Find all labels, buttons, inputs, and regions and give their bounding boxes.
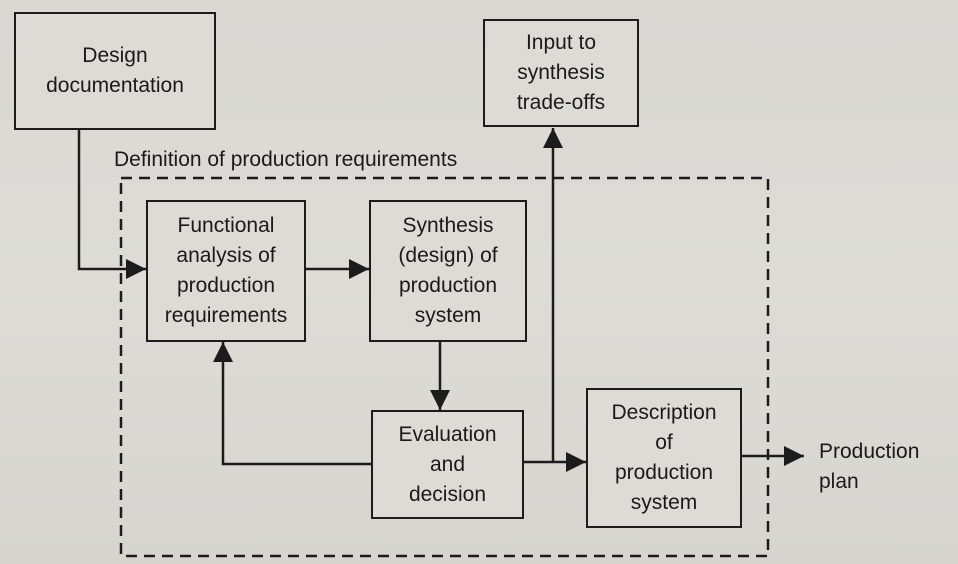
node-synthesis: Synthesis (design) of production system xyxy=(369,200,527,342)
arrow-evaluation-to-functional xyxy=(213,342,371,466)
node-label: Synthesis (design) of production system xyxy=(398,214,498,327)
group-label: Definition of production requirements xyxy=(114,148,458,171)
node-functional-analysis: Functional analysis of production requir… xyxy=(146,200,306,342)
node-label: Description of production system xyxy=(611,401,717,514)
node-design-documentation: Design documentation xyxy=(14,12,216,130)
node-input-synthesis: Input to synthesis trade-offs xyxy=(483,19,639,127)
node-label: Input to synthesis trade-offs xyxy=(516,31,606,114)
node-label: Evaluation and decision xyxy=(398,422,497,506)
node-label: Design documentation xyxy=(46,44,184,97)
output-production-plan: Production plan xyxy=(819,440,920,493)
arrow-design-to-functional xyxy=(77,128,146,279)
node-evaluation: Evaluation and decision xyxy=(371,410,524,519)
node-description: Description of production system xyxy=(586,388,742,528)
node-label: Functional analysis of production requir… xyxy=(164,214,288,327)
group-boundary xyxy=(119,176,770,558)
